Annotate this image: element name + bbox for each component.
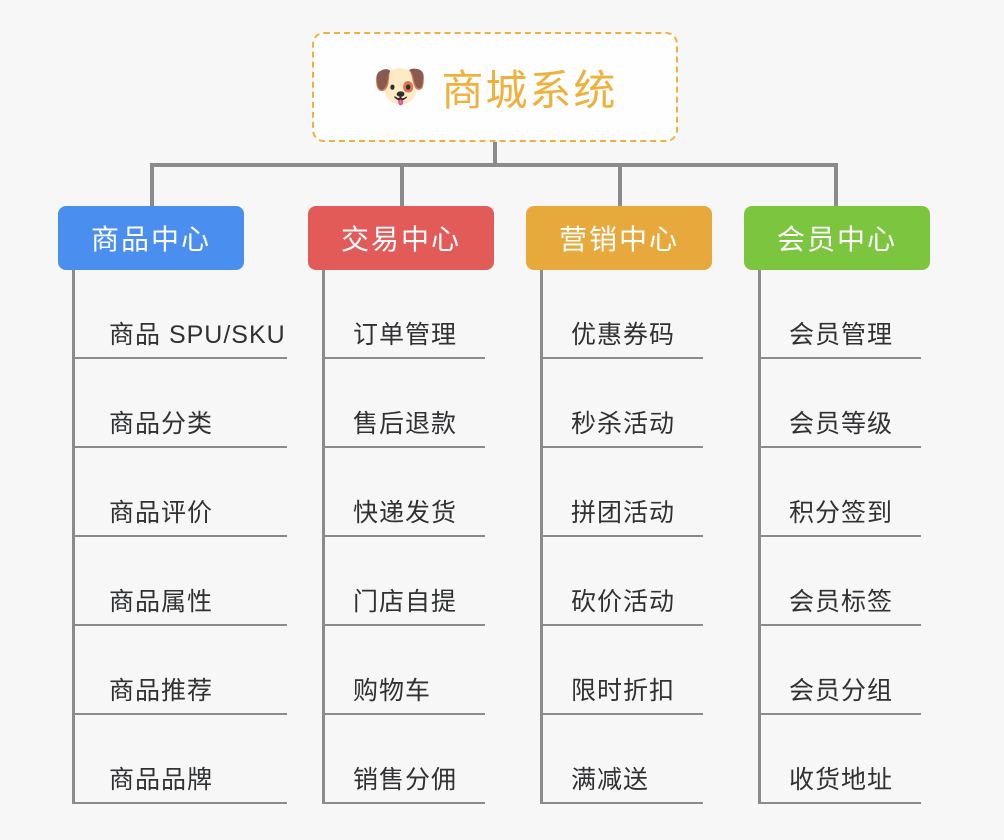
- leaf-list-1: 订单管理 售后退款 快递发货 门店自提 购物车 销售分佣: [322, 270, 543, 804]
- leaf-item-label: 订单管理: [353, 321, 458, 349]
- leaf-list-0: 商品 SPU/SKU 商品分类 商品评价 商品属性 商品推荐 商品品牌: [72, 270, 325, 804]
- connector-horizontal-bus: [150, 163, 838, 167]
- category-column-会员中心: 会员中心 会员管理 会员等级 积分签到 会员标签 会员分组 收货地址: [744, 206, 962, 804]
- leaf-item[interactable]: 限时折扣: [543, 626, 703, 715]
- leaf-item[interactable]: 门店自提: [325, 537, 485, 626]
- leaf-item-label: 限时折扣: [571, 677, 676, 705]
- leaf-item[interactable]: 购物车: [325, 626, 485, 715]
- leaf-item-label: 销售分佣: [353, 766, 458, 794]
- leaf-item-label: 秒杀活动: [571, 410, 676, 438]
- leaf-item[interactable]: 会员分组: [761, 626, 921, 715]
- leaf-item-label: 商品评价: [109, 499, 214, 527]
- leaf-item-label: 会员等级: [789, 410, 894, 438]
- leaf-item[interactable]: 商品属性: [75, 537, 287, 626]
- leaf-item[interactable]: 快递发货: [325, 448, 485, 537]
- leaf-item-label: 售后退款: [353, 410, 458, 438]
- leaf-item-label: 购物车: [353, 677, 432, 705]
- leaf-item-label: 会员分组: [789, 677, 894, 705]
- leaf-item[interactable]: 收货地址: [761, 715, 921, 804]
- leaf-item[interactable]: 拼团活动: [543, 448, 703, 537]
- connector-drop-0: [150, 163, 154, 206]
- leaf-item-label: 会员标签: [789, 588, 894, 616]
- leaf-item-label: 快递发货: [353, 499, 458, 527]
- leaf-item-label: 商品推荐: [109, 677, 214, 705]
- leaf-item[interactable]: 砍价活动: [543, 537, 703, 626]
- connector-drop-3: [834, 163, 838, 206]
- leaf-item[interactable]: 满减送: [543, 715, 703, 804]
- leaf-item-label: 商品属性: [109, 588, 214, 616]
- leaf-item[interactable]: 会员等级: [761, 359, 921, 448]
- leaf-item-label: 收货地址: [789, 766, 894, 794]
- leaf-item-label: 会员管理: [789, 321, 894, 349]
- leaf-item[interactable]: 优惠券码: [543, 270, 703, 359]
- category-column-营销中心: 营销中心 优惠券码 秒杀活动 拼团活动 砍价活动 限时折扣 满减送: [526, 206, 744, 804]
- leaf-item[interactable]: 会员管理: [761, 270, 921, 359]
- leaf-item[interactable]: 订单管理: [325, 270, 485, 359]
- leaf-item-label: 商品分类: [109, 410, 214, 438]
- category-header-label: 会员中心: [776, 224, 897, 255]
- leaf-item[interactable]: 秒杀活动: [543, 359, 703, 448]
- connector-drop-2: [618, 163, 622, 206]
- category-column-商品中心: 商品中心 商品 SPU/SKU 商品分类 商品评价 商品属性 商品推荐 商品品牌: [58, 206, 308, 804]
- leaf-item-label: 商品 SPU/SKU: [109, 321, 286, 349]
- leaf-list-3: 会员管理 会员等级 积分签到 会员标签 会员分组 收货地址: [758, 270, 979, 804]
- category-header-3[interactable]: 会员中心: [744, 206, 930, 270]
- connector-root-stem: [493, 142, 497, 165]
- leaf-item[interactable]: 积分签到: [761, 448, 921, 537]
- category-header-1[interactable]: 交易中心: [308, 206, 494, 270]
- root-node-wrapper: 🐶 商城系统: [312, 32, 678, 142]
- leaf-item[interactable]: 商品评价: [75, 448, 287, 537]
- leaf-item[interactable]: 销售分佣: [325, 715, 485, 804]
- leaf-item[interactable]: 售后退款: [325, 359, 485, 448]
- category-header-2[interactable]: 营销中心: [526, 206, 712, 270]
- category-column-交易中心: 交易中心 订单管理 售后退款 快递发货 门店自提 购物车 销售分佣: [308, 206, 526, 804]
- dog-face-icon: 🐶: [372, 62, 428, 111]
- leaf-item[interactable]: 商品 SPU/SKU: [75, 270, 287, 359]
- leaf-item-label: 拼团活动: [571, 499, 676, 527]
- leaf-item-label: 门店自提: [353, 588, 458, 616]
- leaf-item[interactable]: 会员标签: [761, 537, 921, 626]
- leaf-item[interactable]: 商品品牌: [75, 715, 287, 804]
- leaf-item-label: 砍价活动: [571, 588, 676, 616]
- leaf-item-label: 积分签到: [789, 499, 894, 527]
- category-header-label: 营销中心: [558, 224, 679, 255]
- leaf-item-label: 优惠券码: [571, 321, 676, 349]
- root-node[interactable]: 🐶 商城系统: [312, 32, 678, 142]
- leaf-item[interactable]: 商品分类: [75, 359, 287, 448]
- leaf-item[interactable]: 商品推荐: [75, 626, 287, 715]
- category-header-label: 商品中心: [90, 224, 211, 255]
- leaf-list-2: 优惠券码 秒杀活动 拼团活动 砍价活动 限时折扣 满减送: [540, 270, 761, 804]
- root-title: 商城系统: [441, 66, 618, 114]
- leaf-item-label: 满减送: [571, 766, 650, 794]
- category-header-0[interactable]: 商品中心: [58, 206, 244, 270]
- connector-drop-1: [400, 163, 404, 206]
- category-header-label: 交易中心: [340, 224, 461, 255]
- leaf-item-label: 商品品牌: [109, 766, 214, 794]
